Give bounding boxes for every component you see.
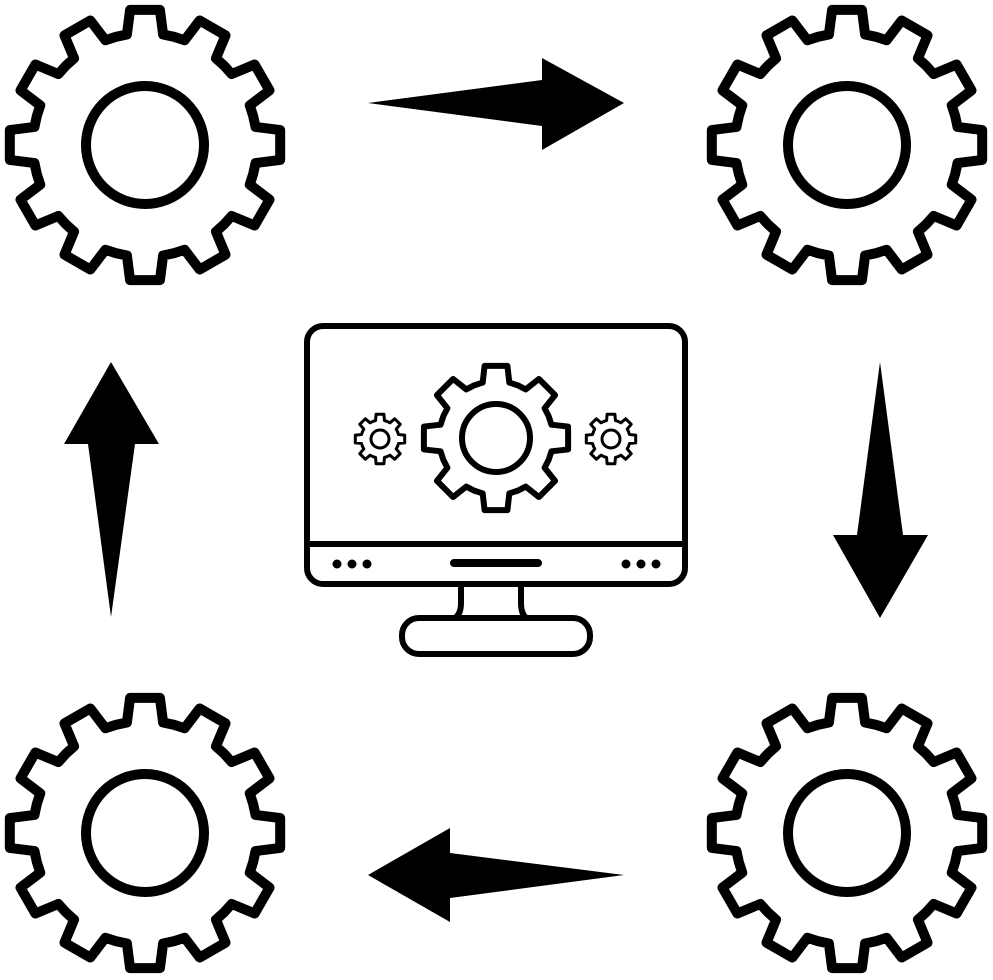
monitor-icon [304, 323, 688, 657]
gear-hub-top-left [81, 81, 209, 209]
gear-icon-bottom-left [4, 692, 286, 974]
gear-icon-top-right [706, 4, 988, 286]
gear-icon-top-left [4, 4, 286, 286]
gear-hub-bottom-left [81, 769, 209, 897]
arrow-right-icon [368, 58, 624, 150]
monitor-slot [450, 559, 542, 567]
gear-icon-bottom-right [706, 692, 988, 974]
small-gear-icon-left [353, 412, 407, 466]
arrow-down-icon [833, 362, 928, 618]
monitor-neck [448, 581, 533, 623]
indicator-dot [362, 559, 372, 569]
monitor-base [399, 615, 593, 657]
arrow-up-icon [64, 362, 159, 617]
small-gear-hub-left [369, 428, 391, 450]
indicator-dot [636, 559, 646, 569]
large-gear-hub [459, 401, 533, 475]
arrow-left-icon [368, 828, 624, 922]
indicator-dot [332, 559, 342, 569]
gear-hub-top-right [783, 81, 911, 209]
indicator-dot [621, 559, 631, 569]
gear-hub-bottom-right [783, 769, 911, 897]
indicator-dot [347, 559, 357, 569]
indicator-dot [651, 559, 661, 569]
small-gear-hub-right [600, 428, 622, 450]
large-gear-icon [420, 362, 572, 514]
small-gear-icon-right [584, 412, 638, 466]
